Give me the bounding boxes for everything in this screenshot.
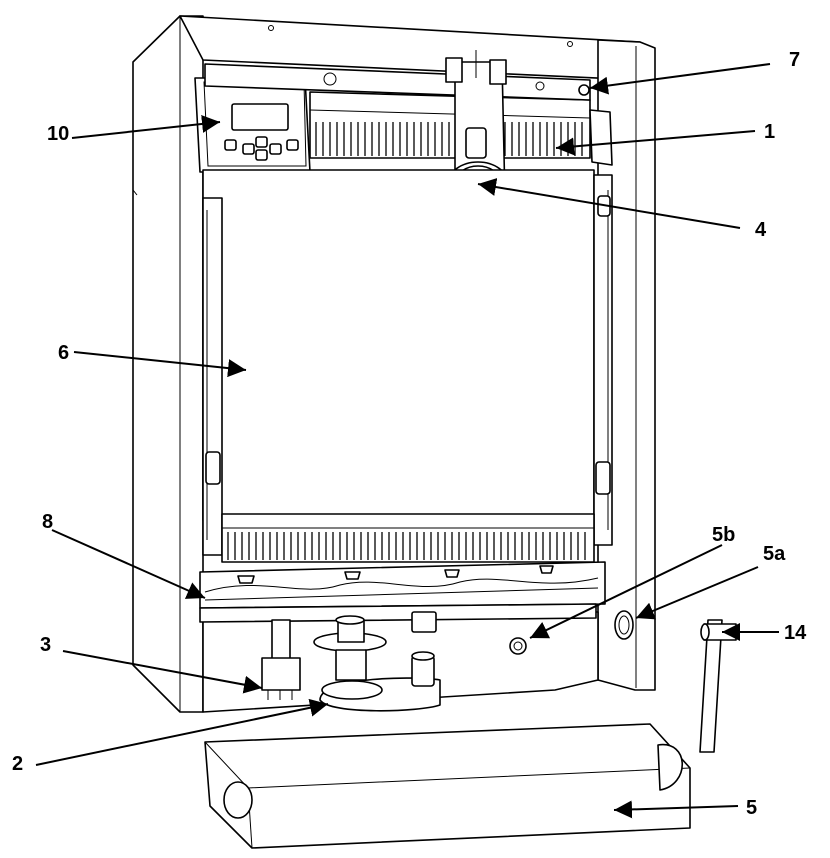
control-panel-display — [231, 103, 289, 131]
combustion-chamber — [202, 169, 613, 556]
igniter — [261, 619, 301, 700]
callout-3: 3 — [40, 634, 51, 656]
drain-port — [509, 637, 527, 655]
heat-exchanger-bottom — [221, 513, 595, 563]
callout-10: 10 — [47, 123, 69, 145]
handle-key — [699, 619, 737, 753]
control-button[interactable] — [286, 139, 299, 151]
callout-labels: 10 7 1 4 6 8 5b 5a 3 14 2 5 — [12, 49, 807, 819]
front-cover — [204, 723, 691, 849]
control-button[interactable] — [224, 139, 237, 151]
callout-5a: 5a — [763, 543, 786, 565]
water-valve — [313, 611, 441, 712]
control-panel — [194, 77, 311, 173]
callout-7: 7 — [789, 49, 800, 71]
callout-14: 14 — [784, 622, 807, 644]
inlet-port — [614, 610, 634, 640]
callout-2: 2 — [12, 753, 23, 775]
callout-5b: 5b — [712, 524, 735, 546]
callout-4: 4 — [755, 219, 767, 241]
leader-lines — [35, 63, 779, 819]
callout-5: 5 — [746, 797, 757, 819]
control-button[interactable] — [255, 149, 268, 161]
callout-8: 8 — [42, 511, 53, 533]
control-button[interactable] — [269, 143, 282, 155]
control-button[interactable] — [242, 143, 255, 155]
heat-exchanger-top — [309, 91, 613, 166]
callout-1: 1 — [764, 121, 775, 143]
burner-tray — [199, 561, 606, 623]
control-button[interactable] — [255, 136, 268, 148]
callout-6: 6 — [58, 342, 69, 364]
